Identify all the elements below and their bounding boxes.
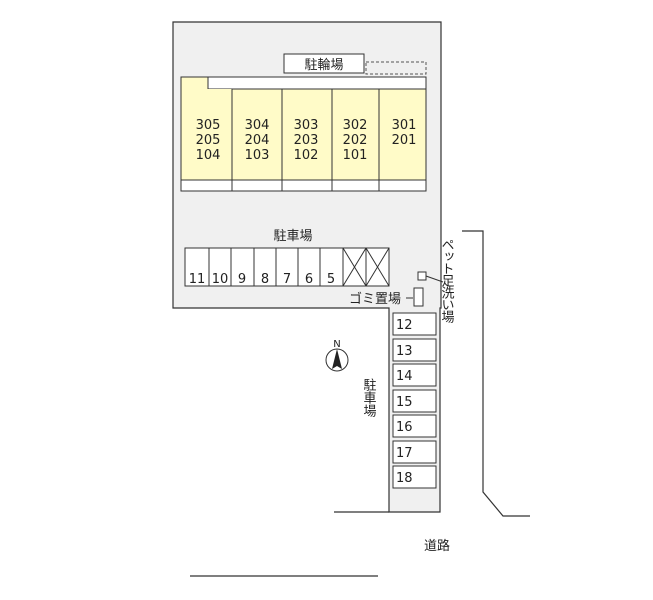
unit-number: 103	[245, 148, 270, 163]
parking-space-number: 14	[396, 369, 413, 384]
garbage-label: ゴミ置場	[349, 291, 401, 307]
road-label: 道路	[424, 538, 450, 554]
building-block	[181, 89, 232, 180]
parking-space-number: 8	[261, 272, 269, 287]
north-label: N	[333, 339, 340, 350]
parking-space-crossed	[342, 247, 367, 287]
building-block	[231, 88, 283, 181]
building-left-edge	[180, 76, 427, 192]
bicycle-parking-box	[283, 53, 365, 74]
building-units-col-1: 305 205 104	[196, 118, 221, 163]
parking-space	[392, 389, 437, 413]
parking-space-number: 16	[396, 420, 413, 435]
parking-space-number: 15	[396, 395, 413, 410]
building-block	[378, 88, 427, 181]
unit-number: 303	[294, 118, 319, 133]
pet-footwash-label: ペット足洗い場	[439, 238, 455, 323]
unit-number: 201	[392, 133, 417, 148]
north-arrow-icon: N	[325, 339, 349, 372]
pet-footwash-station	[417, 271, 427, 281]
building-units-col-4: 302 202 101	[343, 118, 368, 163]
unit-number: 101	[343, 148, 368, 163]
parking-space-number: 17	[396, 446, 413, 461]
parking-space	[392, 338, 437, 362]
unit-number: 302	[343, 118, 368, 133]
unit-number: 301	[392, 118, 417, 133]
parking-space	[392, 312, 437, 336]
building-units-col-2: 304 204 103	[245, 118, 270, 163]
unit-number: 202	[343, 133, 368, 148]
garbage-station	[413, 287, 424, 307]
building-units-col-3: 303 203 102	[294, 118, 319, 163]
parking-space	[392, 414, 437, 438]
parking-top-label: 駐車場	[273, 229, 312, 244]
parking-space-number: 9	[238, 272, 246, 287]
parking-space	[392, 465, 437, 489]
building-block	[331, 88, 380, 181]
parking-space	[392, 363, 437, 387]
parking-space-number: 7	[283, 272, 291, 287]
unit-number: 305	[196, 118, 221, 133]
unit-number: 304	[245, 118, 270, 133]
unit-number: 205	[196, 133, 221, 148]
unit-number: 204	[245, 133, 270, 148]
parking-space-number: 6	[305, 272, 313, 287]
bicycle-parking-label: 駐輪場	[304, 57, 343, 73]
parking-space-number: 5	[327, 272, 335, 287]
unit-number: 102	[294, 148, 319, 163]
unit-number: 104	[196, 148, 221, 163]
parking-space	[392, 440, 437, 464]
parking-side-label: 駐車場	[361, 378, 377, 417]
parking-space-crossed	[365, 247, 390, 287]
parking-space-number: 13	[396, 344, 413, 359]
parking-space-number: 12	[396, 318, 413, 333]
building-units-col-5: 301 201	[392, 118, 417, 148]
unit-number: 203	[294, 133, 319, 148]
bicycle-parking-dashed-area	[365, 61, 427, 75]
parking-space-number: 18	[396, 471, 413, 486]
parking-space-number: 10	[212, 272, 229, 287]
pet-footwash-leader-line	[425, 275, 444, 283]
road-edge-right	[462, 230, 530, 517]
building-block	[281, 88, 333, 181]
parking-space-number: 11	[189, 272, 206, 287]
